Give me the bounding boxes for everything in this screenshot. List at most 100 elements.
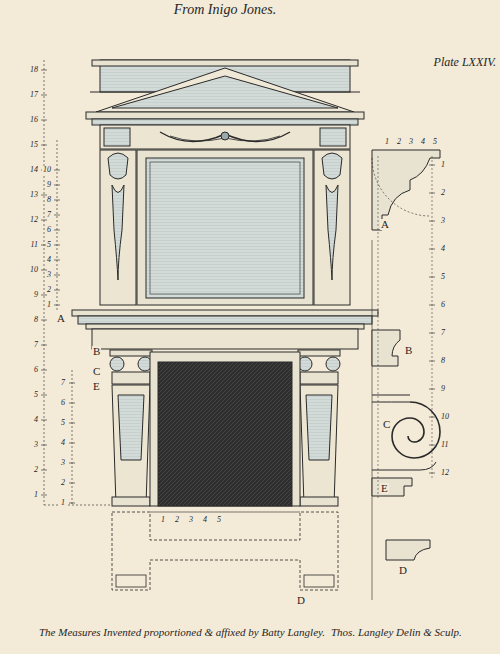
profile-number: 5 bbox=[440, 273, 446, 281]
profile-number: 2 bbox=[396, 138, 402, 146]
scale-tick bbox=[69, 503, 75, 504]
scale-number: 9 bbox=[33, 291, 39, 299]
scale-tick bbox=[41, 370, 47, 371]
scale-tick bbox=[41, 495, 47, 496]
scale-tick bbox=[54, 170, 60, 171]
scale-number: 10 bbox=[29, 266, 39, 274]
part-letter: B bbox=[92, 346, 101, 357]
scale-number: 1 bbox=[160, 516, 166, 524]
plate-caption: The Measures Invented proportioned & aff… bbox=[38, 627, 326, 638]
scale-number: 4 bbox=[202, 516, 208, 524]
profile-number: 11 bbox=[440, 441, 449, 449]
scale-number: 16 bbox=[29, 116, 39, 124]
scale-number: 2 bbox=[60, 479, 66, 487]
scale-number: 3 bbox=[33, 441, 39, 449]
profile-number: 7 bbox=[440, 329, 446, 337]
profile-number: 2 bbox=[440, 189, 446, 197]
scale-tick bbox=[41, 445, 47, 446]
scale-number: 1 bbox=[60, 499, 66, 507]
scale-number: 6 bbox=[46, 226, 52, 234]
scale-tick bbox=[41, 145, 47, 146]
scale-number: 5 bbox=[46, 241, 52, 249]
scale-tick bbox=[54, 200, 60, 201]
profile-letter: D bbox=[398, 565, 408, 576]
scale-tick bbox=[41, 70, 47, 71]
scale-number: 7 bbox=[46, 211, 52, 219]
profile-letter: C bbox=[382, 419, 391, 430]
profile-number: 12 bbox=[440, 469, 450, 477]
profile-number: 3 bbox=[440, 217, 446, 225]
profile-number: 8 bbox=[440, 357, 446, 365]
scale-tick bbox=[69, 463, 75, 464]
scale-number: 5 bbox=[60, 419, 66, 427]
scale-number: 18 bbox=[29, 66, 39, 74]
profile-letter: A bbox=[380, 219, 390, 230]
scale-number: 4 bbox=[60, 439, 66, 447]
scale-number: 3 bbox=[60, 459, 66, 467]
scale-number: 17 bbox=[29, 91, 39, 99]
plate-number: Plate LXXIV. bbox=[433, 56, 497, 68]
scale-number: 4 bbox=[46, 256, 52, 264]
scale-number: 9 bbox=[46, 181, 52, 189]
profile-number: 1 bbox=[440, 161, 446, 169]
profile-letter: B bbox=[404, 345, 413, 356]
scale-tick bbox=[41, 320, 47, 321]
profile-number: 4 bbox=[420, 138, 426, 146]
scale-number: 5 bbox=[33, 391, 39, 399]
scale-number: 6 bbox=[33, 366, 39, 374]
scale-tick bbox=[69, 423, 75, 424]
scale-number: 2 bbox=[174, 516, 180, 524]
part-letter: C bbox=[92, 366, 101, 377]
scale-tick bbox=[54, 230, 60, 231]
scale-number: 8 bbox=[33, 316, 39, 324]
scale-tick bbox=[41, 395, 47, 396]
plate-title: From Inigo Jones. bbox=[173, 3, 278, 17]
scale-tick bbox=[41, 120, 47, 121]
scale-tick bbox=[69, 383, 75, 384]
scale-tick bbox=[41, 420, 47, 421]
scale-tick bbox=[41, 95, 47, 96]
scale-number: 13 bbox=[29, 191, 39, 199]
scale-number: 12 bbox=[29, 216, 39, 224]
scale-tick bbox=[54, 260, 60, 261]
scale-tick bbox=[54, 185, 60, 186]
scale-tick bbox=[41, 220, 47, 221]
scale-number: 14 bbox=[29, 166, 39, 174]
scale-tick bbox=[69, 443, 75, 444]
profile-number: 3 bbox=[408, 138, 414, 146]
scale-tick bbox=[54, 245, 60, 246]
scale-number: 4 bbox=[33, 416, 39, 424]
scale-tick bbox=[54, 275, 60, 276]
profile-number: 1 bbox=[384, 138, 390, 146]
plan-letter: D bbox=[296, 595, 306, 606]
scale-number: 3 bbox=[46, 271, 52, 279]
scale-number: 5 bbox=[216, 516, 222, 524]
scale-tick bbox=[69, 483, 75, 484]
scale-tick bbox=[54, 215, 60, 216]
profile-letter: E bbox=[380, 483, 389, 494]
scale-tick bbox=[69, 403, 75, 404]
scale-tick bbox=[41, 295, 47, 296]
profile-number: 10 bbox=[440, 413, 450, 421]
part-letter: A bbox=[56, 313, 66, 324]
scale-tick bbox=[41, 470, 47, 471]
scale-number: 11 bbox=[30, 241, 39, 249]
scale-tick bbox=[54, 290, 60, 291]
scale-number: 1 bbox=[46, 301, 52, 309]
scale-number: 1 bbox=[33, 491, 39, 499]
profile-number: 9 bbox=[440, 385, 446, 393]
scale-number: 2 bbox=[46, 286, 52, 294]
scale-number: 7 bbox=[60, 379, 66, 387]
scale-number: 10 bbox=[42, 166, 52, 174]
scale-number: 3 bbox=[188, 516, 194, 524]
profile-number: 5 bbox=[432, 138, 438, 146]
scale-number: 7 bbox=[33, 341, 39, 349]
part-letter: E bbox=[92, 381, 101, 392]
scale-tick bbox=[41, 345, 47, 346]
profile-number: 4 bbox=[440, 245, 446, 253]
scale-number: 2 bbox=[33, 466, 39, 474]
scale-number: 15 bbox=[29, 141, 39, 149]
scale-number: 6 bbox=[60, 399, 66, 407]
scale-number: 8 bbox=[46, 196, 52, 204]
